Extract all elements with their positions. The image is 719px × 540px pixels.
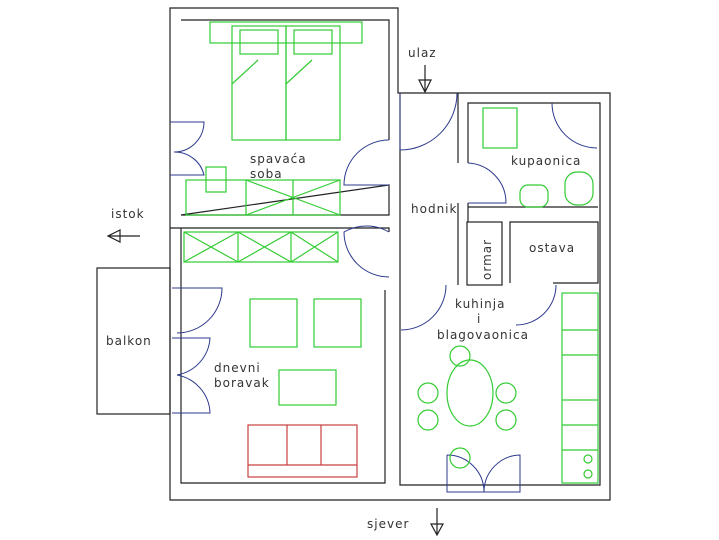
north-arrow-icon — [429, 508, 445, 537]
armchair — [249, 298, 298, 348]
bedroom-door — [343, 139, 390, 186]
kitchen-window — [446, 454, 521, 493]
balcony-label: balkon — [106, 334, 152, 348]
dresser — [185, 179, 341, 216]
living-label: dnevni — [214, 361, 261, 375]
kitchen-label: i — [477, 312, 481, 326]
storage-door — [515, 284, 557, 326]
kitchen-label: kuhinja — [455, 297, 505, 311]
kitchen-door — [400, 284, 447, 331]
kitchen-label: blagovaonica — [437, 328, 529, 342]
sofa — [247, 424, 358, 478]
east-label: istok — [111, 207, 145, 221]
hallway-label: hodnik — [411, 202, 457, 216]
bathroom-door — [467, 162, 507, 204]
shower — [482, 107, 518, 149]
doors — [170, 92, 598, 493]
closet-label: ormar — [480, 239, 494, 280]
dining-table — [446, 359, 494, 427]
living-label: boravak — [214, 376, 270, 390]
balcony-outline — [96, 267, 171, 415]
entrance-door — [399, 92, 458, 151]
living-door — [343, 225, 390, 278]
labels: ulaz spavaća soba kupaonica hodnik ormar… — [106, 46, 581, 531]
bedroom-window — [170, 121, 205, 176]
entrance-arrow-icon — [418, 65, 432, 94]
north-label: sjever — [367, 517, 409, 531]
sink — [519, 184, 549, 208]
kitchen-counter — [561, 292, 599, 484]
bed-right — [285, 25, 341, 141]
east-arrow-icon — [106, 229, 140, 243]
wardrobe — [183, 231, 339, 263]
toilet — [564, 171, 594, 206]
arrows — [106, 65, 445, 537]
bathroom-inner-door — [551, 102, 598, 149]
armchair — [313, 298, 362, 348]
storage-label: ostava — [529, 241, 575, 255]
walls — [96, 7, 611, 501]
bathroom-label: kupaonica — [511, 154, 581, 168]
entrance-label: ulaz — [408, 46, 437, 60]
balcony-doors — [172, 287, 223, 414]
bedroom-label: spavaća — [250, 152, 307, 166]
coffee-table — [278, 369, 337, 406]
chair — [205, 166, 227, 193]
furniture — [183, 21, 599, 484]
bedroom-label: soba — [250, 167, 283, 181]
